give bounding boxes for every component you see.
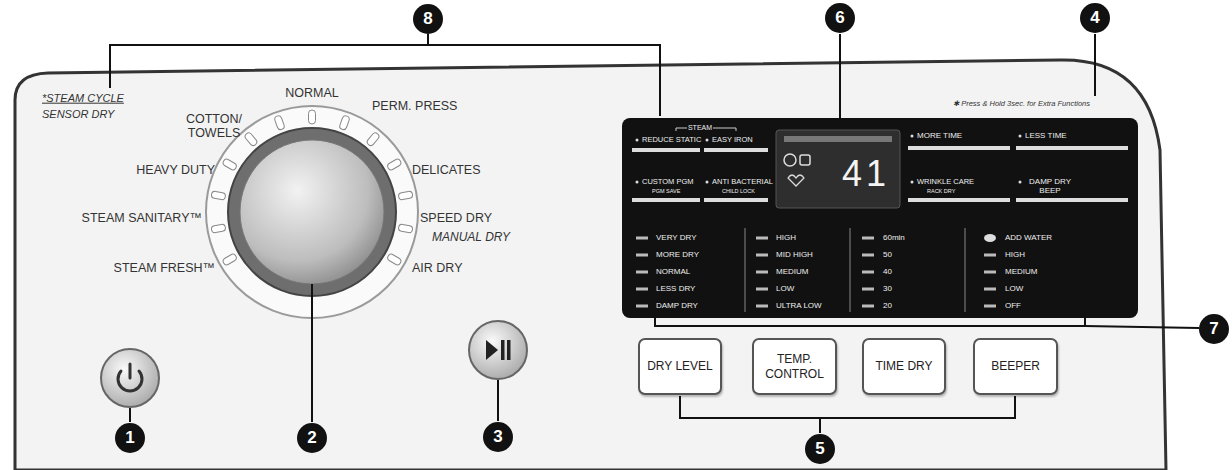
display-label: EASY IRON xyxy=(711,136,754,145)
dial-lamp xyxy=(339,115,350,131)
indicator-dash xyxy=(756,254,768,257)
display-label: ADD WATER xyxy=(1004,233,1053,242)
panel-label: COTTON/ TOWELS xyxy=(183,112,245,141)
indicator-dash xyxy=(984,271,996,274)
panel-label: SPEED DRY xyxy=(420,211,492,225)
display-label: MORE DRY xyxy=(655,250,700,259)
display-label: NORMAL xyxy=(655,267,691,276)
display-label: MEDIUM xyxy=(1004,267,1038,276)
panel-label: PERM. PRESS xyxy=(372,99,457,113)
callout-number: 5 xyxy=(805,434,835,464)
dial-lamp xyxy=(366,132,380,147)
display-label: ANTI BACTERIAL xyxy=(711,178,774,187)
display-label: STEAM xyxy=(687,124,713,132)
display-label: OFF xyxy=(1004,301,1022,310)
panel-label: ✱ Press & Hold 3sec. for Extra Functions xyxy=(953,100,1090,109)
button-label: BEEPER xyxy=(991,359,1040,373)
button-label: TEMP. CONTROL xyxy=(758,352,831,381)
display-label: 50 xyxy=(882,250,893,259)
display-label: 60min xyxy=(882,233,906,242)
dial-lamp xyxy=(386,253,402,266)
display-label: DAMP DRY BEEP xyxy=(1026,177,1074,195)
indicator-dash xyxy=(756,305,768,308)
display-label: 20 xyxy=(882,301,893,310)
dial-lamp xyxy=(386,158,402,171)
callout-number: 3 xyxy=(483,422,513,452)
indicator-dash xyxy=(862,305,874,308)
control-button: TIME DRY xyxy=(862,338,946,395)
indicator-dash xyxy=(862,254,874,257)
panel-label: DELICATES xyxy=(412,163,481,177)
control-button: TEMP. CONTROL xyxy=(752,338,837,395)
dial-lamp xyxy=(244,132,258,147)
callout-number: 2 xyxy=(297,423,327,453)
display-label: DAMP DRY xyxy=(655,301,699,310)
control-button: DRY LEVEL xyxy=(638,338,722,395)
panel-label: SENSOR DRY xyxy=(42,108,114,121)
display-label: WRINKLE CARE xyxy=(916,178,975,187)
callout-number: 6 xyxy=(825,3,855,33)
display-label: 30 xyxy=(882,284,893,293)
indicator-dash xyxy=(636,305,648,308)
display-label: ULTRA LOW xyxy=(775,301,823,310)
display-label: HIGH xyxy=(775,233,797,242)
callout-number: 8 xyxy=(413,4,443,34)
control-button: BEEPER xyxy=(973,338,1058,395)
indicator-dash xyxy=(984,305,996,308)
panel-label: 41 xyxy=(842,153,890,194)
panel-label: STEAM SANITARY™ xyxy=(82,211,202,225)
display-label: CHILD LOCK xyxy=(721,188,756,194)
display-label: LOW xyxy=(1004,284,1024,293)
dial-lamp xyxy=(211,191,226,200)
indicator-dash xyxy=(756,288,768,291)
display-label: PGM SAVE xyxy=(651,188,681,194)
display-label: MEDIUM xyxy=(775,267,809,276)
dial-lamp xyxy=(398,191,413,200)
display-label: LOW xyxy=(775,284,795,293)
dial-lamp xyxy=(398,224,413,233)
indicator-dash xyxy=(862,271,874,274)
indicator-dash xyxy=(636,254,648,257)
indicator-dash xyxy=(636,288,648,291)
panel-label: HEAVY DUTY xyxy=(136,163,215,177)
display-label: MID HIGH xyxy=(775,250,814,259)
indicator-dash xyxy=(636,237,648,240)
display-label: 40 xyxy=(882,267,893,276)
indicator-dash xyxy=(756,237,768,240)
callout-number: 1 xyxy=(115,423,145,453)
display-label: VERY DRY xyxy=(655,233,697,242)
dial-lamp xyxy=(309,110,316,124)
indicator-dash xyxy=(984,288,996,291)
dial-lamp xyxy=(222,253,238,266)
dial-lamp xyxy=(274,115,285,131)
button-label: DRY LEVEL xyxy=(647,359,713,373)
display-label: LESS DRY xyxy=(655,284,696,293)
callout-number: 7 xyxy=(1199,314,1229,344)
display-label: MORE TIME xyxy=(916,131,963,140)
dial-lamp xyxy=(211,224,226,233)
panel-label: NORMAL xyxy=(285,86,338,100)
indicator-dash xyxy=(984,254,996,257)
callout-number: 4 xyxy=(1080,3,1110,33)
indicator-dash xyxy=(862,288,874,291)
dial-lamp xyxy=(222,158,238,171)
panel-label: STEAM FRESH™ xyxy=(114,261,215,275)
panel-label: AIR DRY xyxy=(412,261,462,275)
panel-label: *STEAM CYCLE xyxy=(42,92,124,105)
indicator-dash xyxy=(756,271,768,274)
display-label: HIGH xyxy=(1004,250,1026,259)
display-label: CUSTOM PGM xyxy=(641,178,695,187)
display-label: LESS TIME xyxy=(1024,131,1068,140)
indicator-dash xyxy=(862,237,874,240)
display-label: REDUCE STATIC xyxy=(641,136,702,145)
panel-label: MANUAL DRY xyxy=(432,231,510,245)
button-label: TIME DRY xyxy=(875,359,932,373)
display-label: RACK DRY xyxy=(926,188,956,194)
indicator-dash xyxy=(636,271,648,274)
